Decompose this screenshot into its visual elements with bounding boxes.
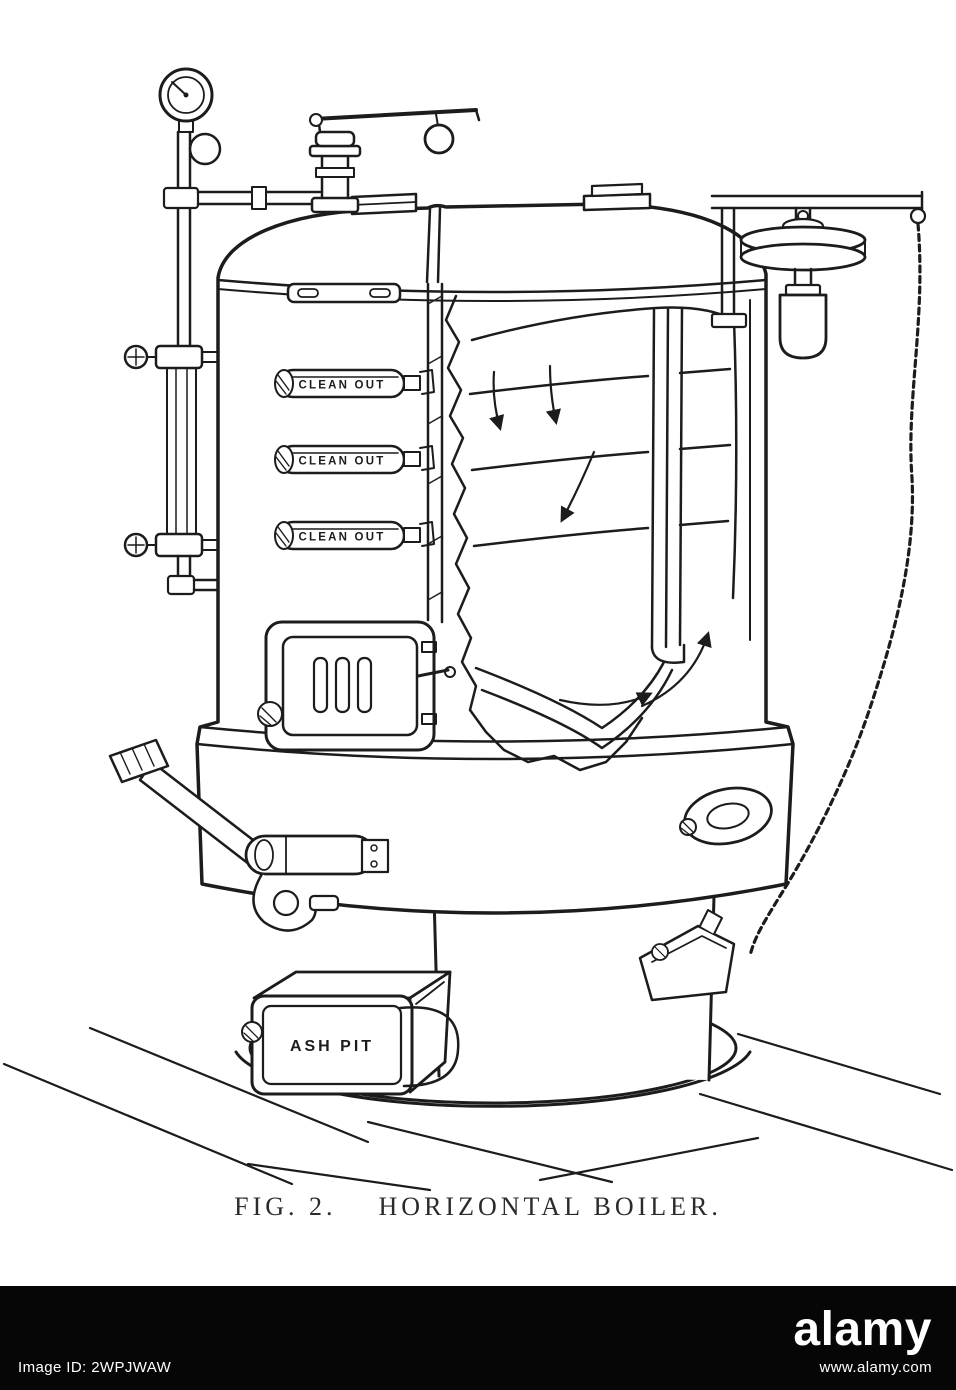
circulation-arrows — [489, 364, 712, 708]
torn-edge — [444, 294, 644, 772]
floor-tiles — [2, 1026, 954, 1192]
inner-drum-top — [470, 306, 736, 342]
inner-funnel — [474, 660, 666, 730]
clean-out-plug-1: CLEAN OUT — [274, 368, 435, 399]
watermark-bar: Image ID: 2WPJWAW alamy www.alamy.com — [0, 1286, 956, 1390]
brand-block: alamy www.alamy.com — [793, 1303, 932, 1376]
pressure-gauge-assembly — [158, 67, 322, 348]
damper-chain — [748, 222, 922, 958]
base-damper — [638, 909, 736, 1002]
clean-out-label-2: CLEAN OUT — [299, 456, 386, 468]
clean-out-label-1: CLEAN OUT — [299, 380, 386, 392]
door-latch — [416, 668, 450, 678]
clean-out-plug-2: CLEAN OUT — [274, 444, 435, 475]
regulator-weight — [778, 293, 828, 360]
clean-out-label-3: CLEAN OUT — [299, 532, 386, 544]
lever-grip — [108, 738, 170, 784]
lever-pivot — [244, 834, 376, 876]
fire-door — [257, 620, 456, 752]
inner-drum-right — [731, 318, 738, 600]
ash-pit-label: ASH PIT — [290, 1038, 374, 1055]
image-id: Image ID: 2WPJWAW — [18, 1359, 172, 1376]
valve-lever — [312, 108, 478, 121]
water-gauge-glass — [123, 344, 220, 596]
gauge-pipe — [176, 130, 192, 348]
alamy-url: www.alamy.com — [819, 1359, 932, 1376]
cutaway-section — [444, 294, 751, 772]
figure-caption: FIG. 2. HORIZONTAL BOILER. — [0, 1192, 956, 1222]
downcomer-pipes — [650, 306, 684, 650]
horizontal-boiler-illustration: CLEAN OUT CLEAN OUT CLEAN OUT — [2, 67, 954, 1192]
chain-pulley — [909, 207, 927, 225]
damper-regulator — [710, 190, 927, 360]
gauge-needle — [171, 81, 187, 96]
regulator-pipe — [710, 194, 924, 210]
ash-pit-door: ASH PIT — [241, 970, 460, 1096]
safety-valve — [308, 108, 481, 214]
shaker-lever — [108, 738, 390, 932]
handhole-bolt — [679, 818, 697, 836]
clean-out-plug-3: CLEAN OUT — [274, 520, 435, 551]
alamy-logo: alamy — [793, 1303, 932, 1357]
siphon-loop — [188, 132, 222, 166]
figure-number: FIG. 2. — [234, 1192, 337, 1221]
figure-title: HORIZONTAL BOILER. — [378, 1192, 722, 1221]
lever-weight-ball — [423, 123, 455, 155]
